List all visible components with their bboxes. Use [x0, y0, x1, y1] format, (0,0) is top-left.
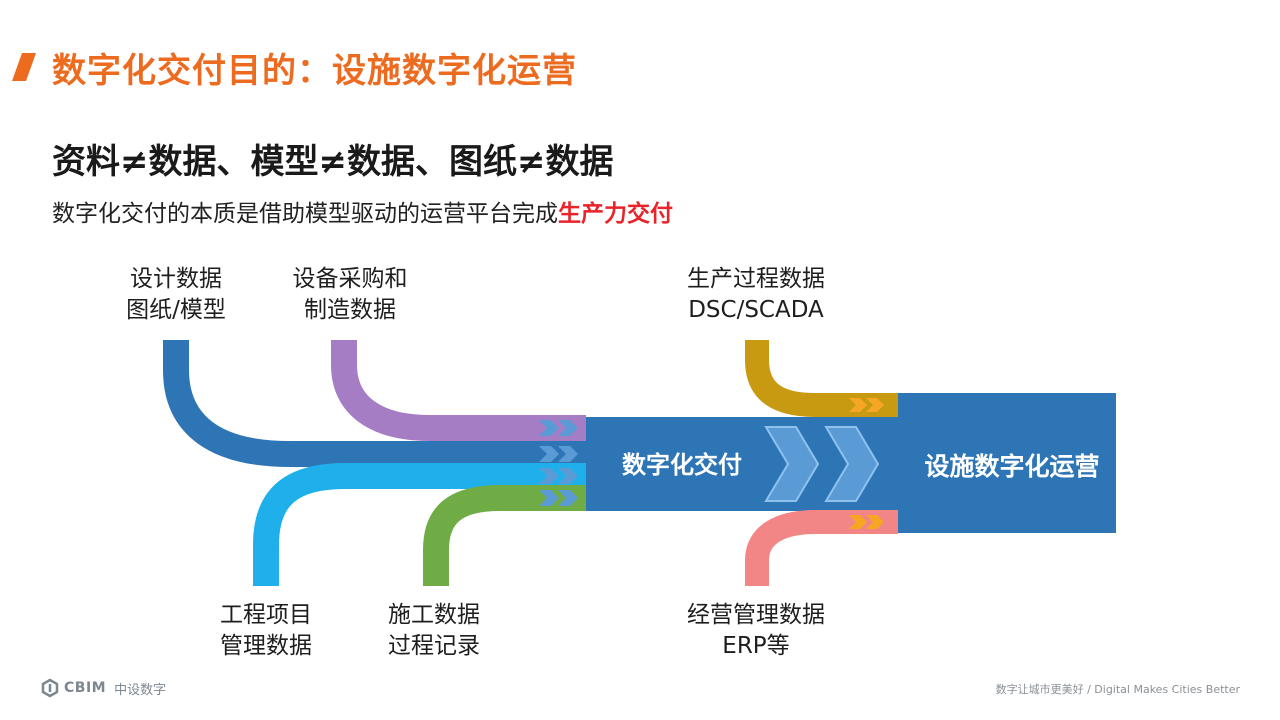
chevrons-construction [539, 490, 578, 506]
label-equipment-line2: 制造数据 [304, 297, 396, 323]
flow-project [253, 463, 586, 586]
label-design-line1: 设计数据 [130, 266, 222, 292]
chevrons-design [539, 446, 578, 462]
page-title: 数字化交付目的：设施数字化运营 [52, 50, 577, 91]
label-project-line1: 工程项目 [220, 602, 312, 628]
label-design-line2: 图纸/模型 [126, 297, 226, 323]
label-construction-line1: 施工数据 [388, 602, 480, 628]
cbim-logo-icon [41, 678, 59, 698]
flow-production [745, 340, 898, 417]
label-business-line2: ERP等 [722, 633, 790, 659]
logo-cn: 中设数字 [114, 682, 167, 698]
slash-icon [12, 53, 36, 81]
flow-design [163, 340, 586, 467]
label-production: 生产过程数据 DSC/SCADA [672, 264, 840, 326]
description-text: 数字化交付的本质是借助模型驱动的运营平台完成 [52, 201, 558, 227]
label-equipment-line1: 设备采购和 [292, 266, 408, 292]
chevrons-equipment [539, 420, 578, 436]
title-bar: 数字化交付目的：设施数字化运营 [12, 44, 577, 91]
label-construction: 施工数据 过程记录 [376, 600, 492, 662]
operation-label: 设施数字化运营 [924, 452, 1099, 481]
description: 数字化交付的本质是借助模型驱动的运营平台完成生产力交付 [52, 194, 673, 228]
chevrons-project [539, 468, 578, 484]
description-highlight: 生产力交付 [558, 201, 673, 227]
label-business-line1: 经营管理数据 [687, 602, 825, 628]
label-design: 设计数据 图纸/模型 [118, 264, 234, 326]
label-production-line1: 生产过程数据 [687, 266, 825, 292]
chevrons-business [849, 515, 884, 529]
label-equipment: 设备采购和 制造数据 [280, 264, 420, 326]
footer-logo: CBIM 中设数字 [40, 678, 166, 698]
delivery-label: 数字化交付 [622, 451, 742, 479]
label-production-line2: DSC/SCADA [688, 297, 824, 323]
label-project: 工程项目 管理数据 [208, 600, 324, 662]
big-chevrons [764, 426, 880, 502]
flow-equipment [331, 340, 586, 441]
label-project-line2: 管理数据 [220, 633, 312, 659]
label-business: 经营管理数据 ERP等 [672, 600, 840, 662]
operation-band [897, 393, 1116, 533]
footer-slogan: 数字让城市更美好 / Digital Makes Cities Better [995, 683, 1240, 696]
subtitle: 资料≠数据、模型≠数据、图纸≠数据 [52, 142, 614, 182]
flow-business [745, 510, 898, 586]
chevrons-production [849, 398, 884, 412]
logo-text: CBIM [64, 680, 107, 696]
flow-construction [423, 485, 586, 586]
label-construction-line2: 过程记录 [388, 633, 480, 659]
